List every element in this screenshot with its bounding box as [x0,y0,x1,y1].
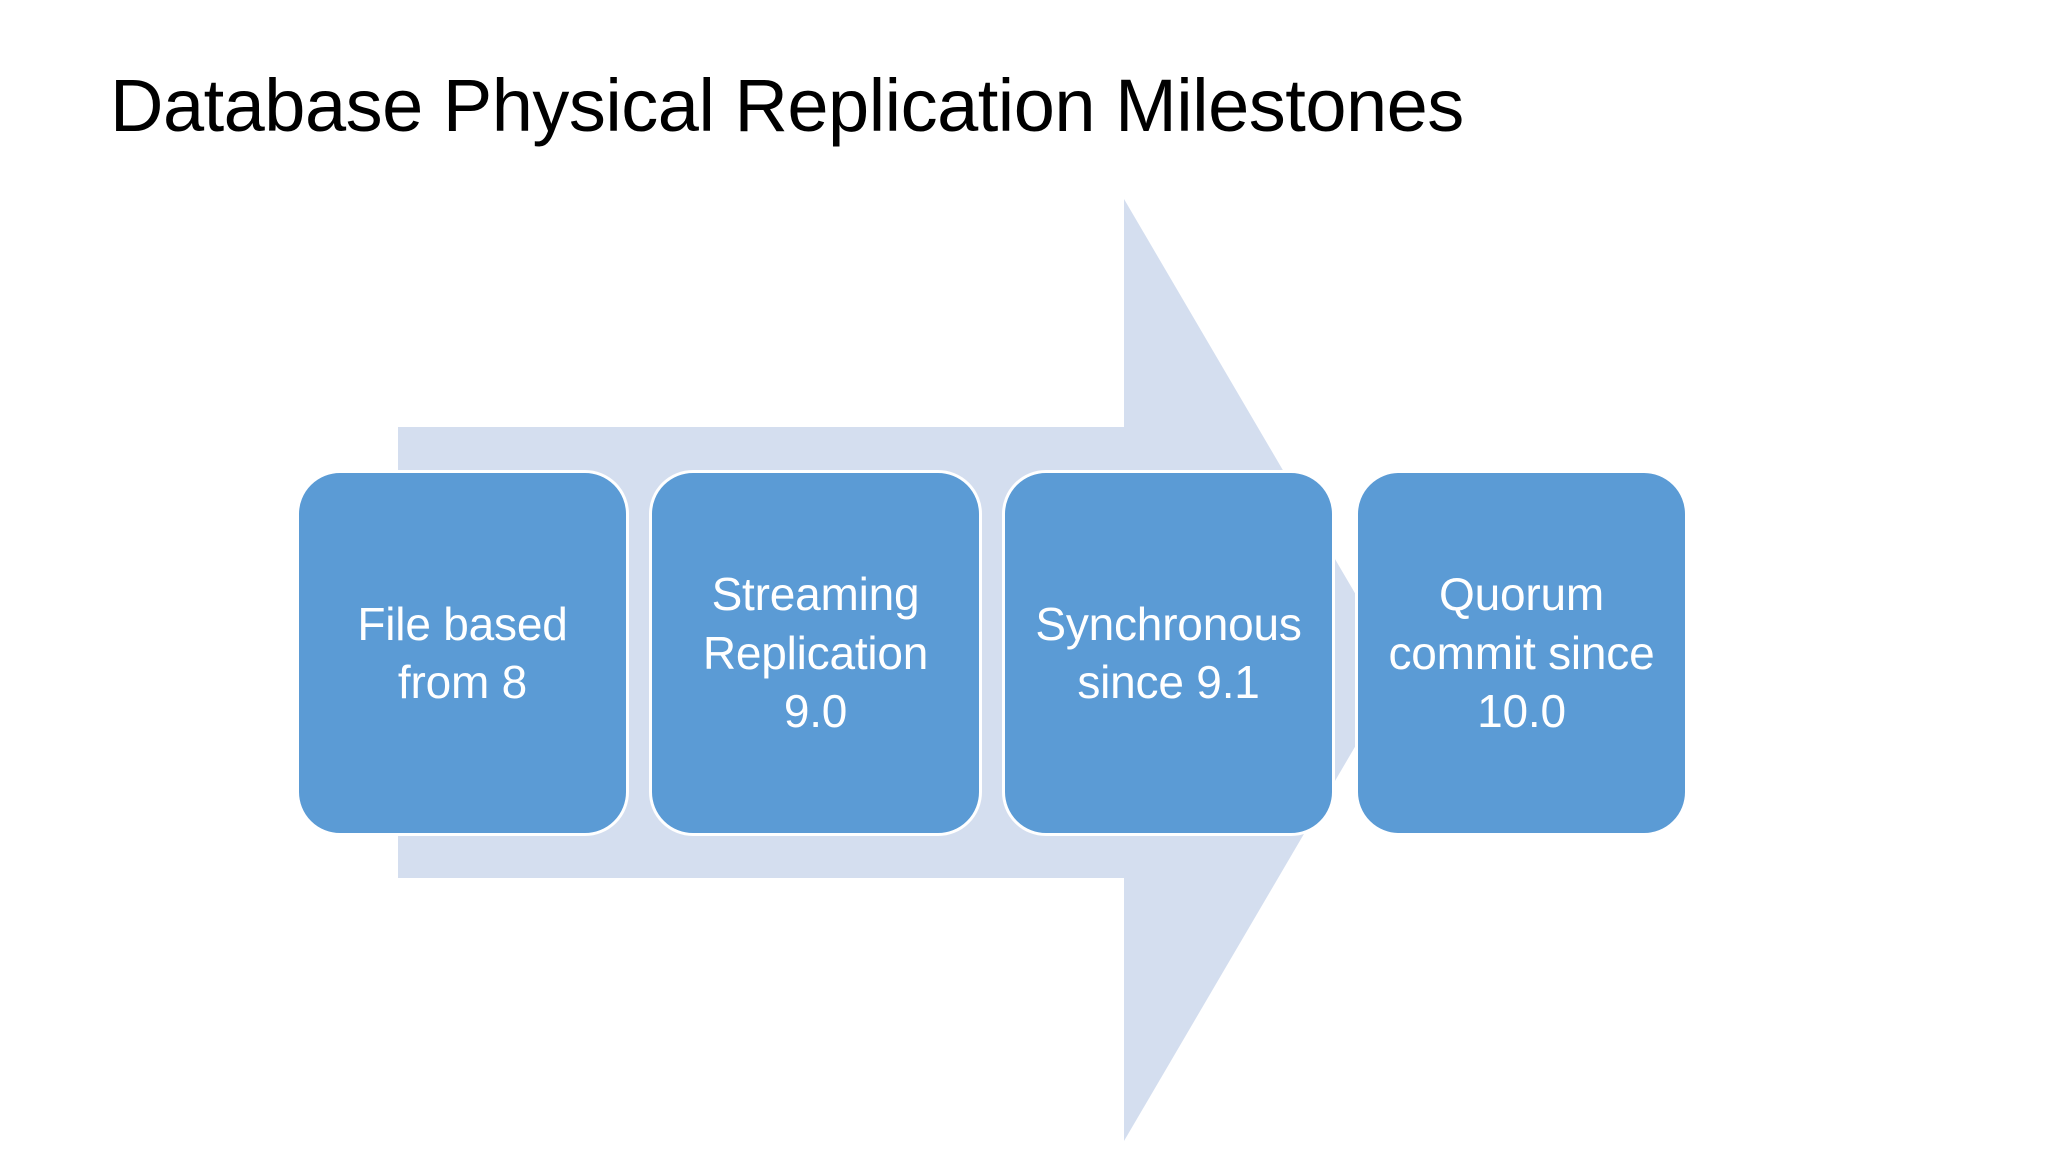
milestone-label-3: Synchronous since 9.1 [1035,597,1302,708]
milestone-box-2[interactable]: Streaming Replication 9.0 [649,470,982,836]
page-title: Database Physical Replication Milestones [110,64,1464,147]
milestone-label-1: File based from 8 [357,597,568,708]
milestone-label-4: Quorum commit since 10.0 [1388,568,1655,738]
milestone-box-1[interactable]: File based from 8 [296,470,629,836]
milestone-box-4[interactable]: Quorum commit since 10.0 [1355,470,1688,836]
milestone-box-3[interactable]: Synchronous since 9.1 [1002,470,1335,836]
milestone-box-row: File based from 8 Streaming Replication … [296,470,1688,836]
milestone-label-2: Streaming Replication 9.0 [702,568,929,738]
